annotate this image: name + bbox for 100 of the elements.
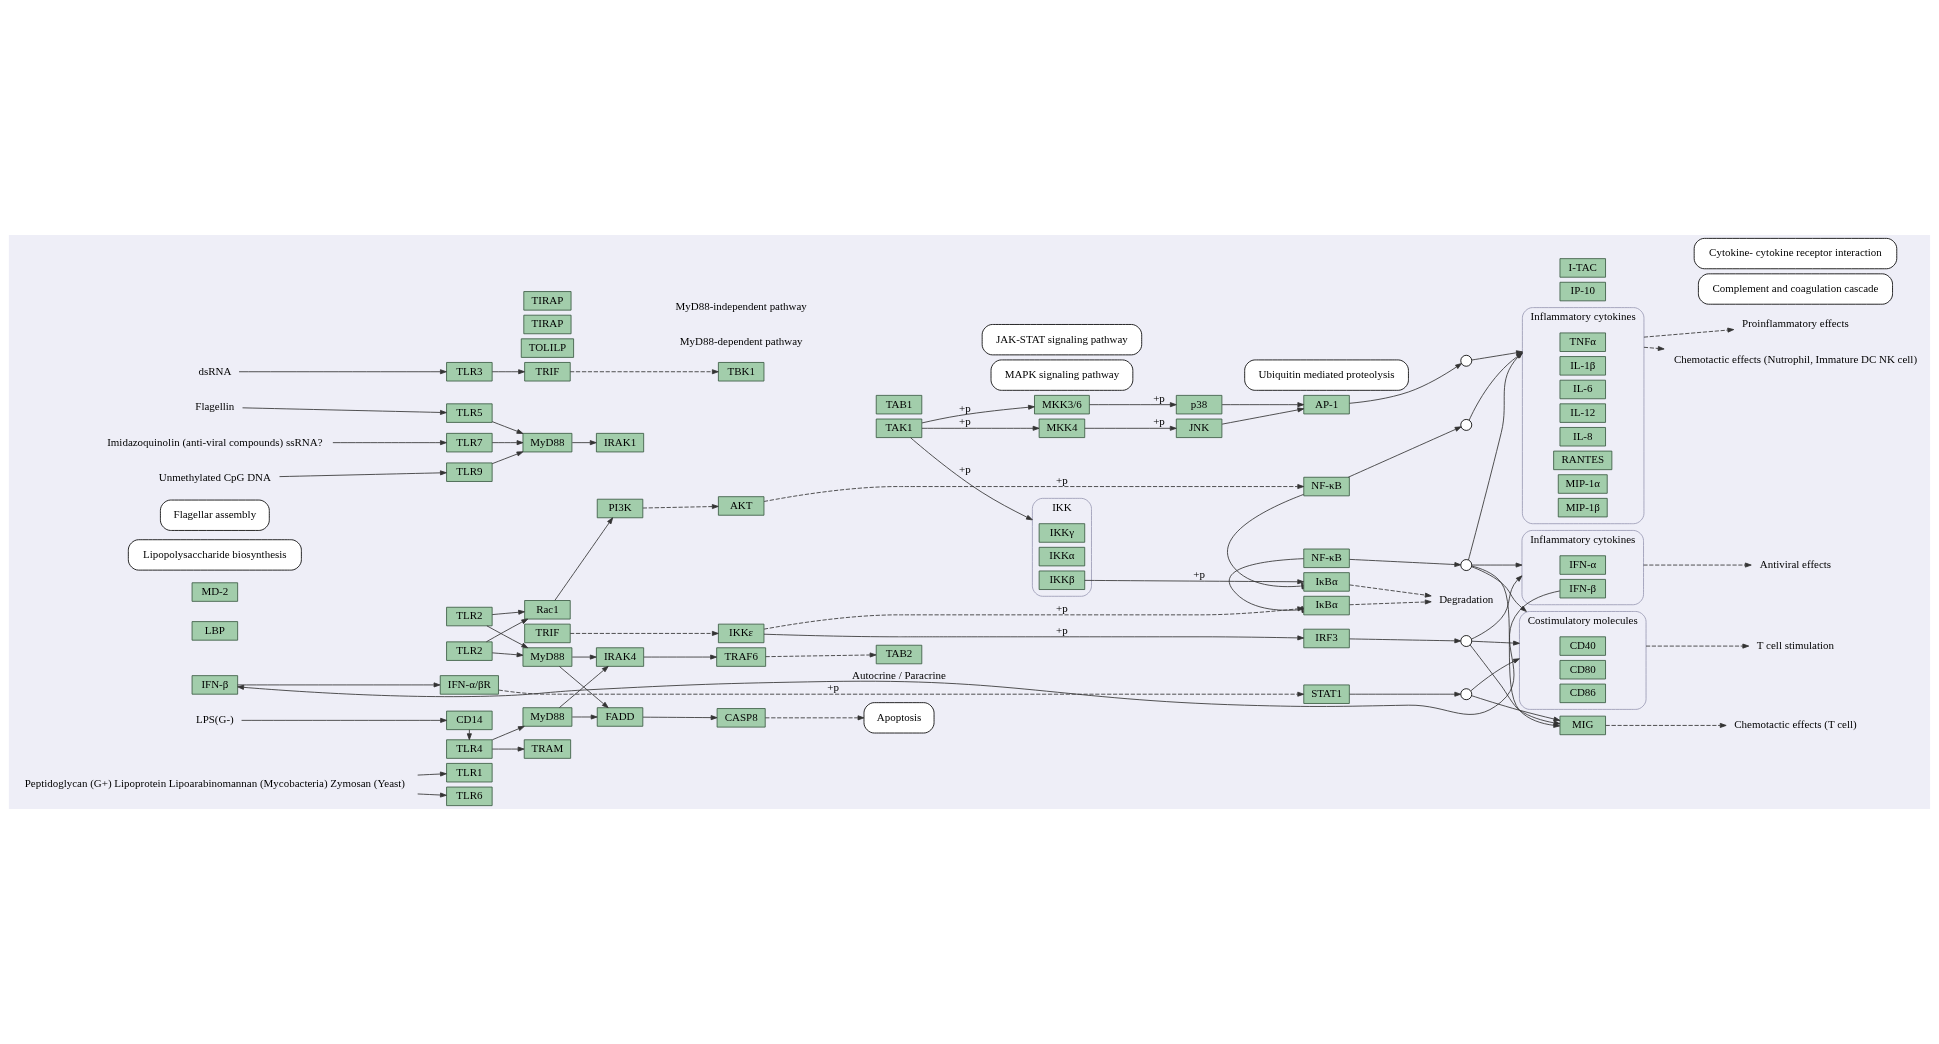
node-box: TLR9 [446, 462, 493, 482]
arrow [486, 625, 529, 649]
arrow [571, 440, 597, 446]
node-box: JAK-STAT signaling pathway [981, 324, 1143, 356]
node-text: Chemotactic effects (T cell) [1734, 718, 1857, 731]
edge-label: +p [959, 401, 971, 414]
edge-label: +p [959, 415, 971, 428]
node-box: NF-κB [1303, 548, 1350, 568]
node-circle [1460, 354, 1473, 367]
arrow [1349, 558, 1462, 567]
arrow [642, 504, 719, 510]
node-circle [1460, 635, 1473, 647]
arrow [1349, 638, 1462, 644]
node-text: Peptidoglycan (G+) Lipoprotein Lipoarabinomannan (Mycobacteria) Zymosan (Yeast) [24, 777, 406, 790]
node-box: TOLILP [520, 338, 575, 358]
arrow [241, 717, 447, 723]
arrow [1471, 695, 1561, 722]
arrow [763, 633, 1305, 641]
arrow [571, 654, 597, 660]
node-box: CD14 [446, 710, 493, 731]
node-text: Imidazoquinolin (anti-viral compounds) ssRNA? [107, 435, 323, 448]
node-box: AP-1 [1303, 394, 1350, 415]
arrow [763, 484, 1305, 502]
node-box: Rac1 [524, 600, 571, 620]
edge-label: +p [1153, 391, 1165, 404]
arrow [1349, 363, 1462, 404]
arrow [486, 618, 529, 643]
node-box: LBP [191, 621, 239, 641]
node-box: STAT1 [1303, 684, 1350, 704]
arrow [279, 470, 447, 478]
arrow [1470, 658, 1520, 692]
arrow [498, 689, 1305, 697]
node-box: IRAK4 [596, 647, 645, 667]
arrow [1471, 640, 1520, 646]
arrow [491, 440, 524, 446]
node-box: TLR5 [446, 403, 493, 423]
node-box: IFN-α/βR [439, 675, 499, 695]
node-box: IP-10 [1559, 281, 1606, 302]
arrow [1643, 346, 1665, 351]
node-box: MIP-1β [1557, 497, 1608, 518]
node-box: TNFα [1559, 332, 1606, 352]
node-box: MD-2 [191, 582, 239, 602]
node-box: MyD88 [522, 432, 573, 453]
label: MyD88-independent pathway [675, 299, 807, 312]
arrow [910, 437, 1033, 521]
arrow [921, 425, 1040, 431]
arrow [642, 715, 718, 721]
arrow [1221, 407, 1305, 425]
arrow [1084, 579, 1305, 585]
edge-label: +p [1056, 601, 1068, 614]
arrow [764, 715, 865, 721]
arrow [237, 590, 1561, 715]
node-box: IL-6 [1559, 379, 1606, 400]
node-text: Degradation [1439, 593, 1494, 606]
node-box: TBK1 [717, 362, 765, 382]
node-box: CD80 [1559, 660, 1606, 680]
node-box: Lipopolysaccharide biosynthesis [127, 539, 302, 571]
node-box: MAPK signaling pathway [990, 359, 1134, 391]
node-box: TAB2 [875, 644, 923, 665]
arrow [1347, 426, 1462, 478]
node-box: IKKβ [1038, 570, 1086, 590]
edge-label: +p [1193, 568, 1205, 581]
node-box: CASP8 [716, 708, 766, 728]
node-text: Proinflammatory effects [1742, 317, 1849, 330]
node-box: FADD [596, 707, 644, 727]
node-box: TAK1 [875, 418, 923, 438]
node-text: Unmethylated CpG DNA [158, 470, 271, 483]
node-box: IL-8 [1559, 427, 1606, 447]
node-box: TLR2 [446, 606, 493, 627]
edge-label: +p [1056, 623, 1068, 636]
arrow [491, 451, 524, 465]
arrow [491, 746, 525, 752]
arrow [1349, 584, 1432, 598]
node-text: Chemotactic effects (Nutrophil, Immature DC NK cell) [1673, 352, 1918, 365]
arrow [466, 729, 472, 741]
node-box: IRF3 [1303, 628, 1350, 649]
node-box: IKKγ [1038, 523, 1086, 543]
node-box: IRAK1 [596, 432, 645, 453]
node-box: MyD88 [522, 647, 573, 667]
arrow [332, 440, 447, 446]
arrow [237, 682, 441, 688]
arrow [1645, 643, 1750, 649]
node-text: Flagellin [195, 400, 235, 413]
node-box: MKK4 [1038, 418, 1086, 438]
node-box: TLR3 [446, 362, 493, 382]
node-box: TLR7 [446, 432, 493, 453]
arrow [569, 369, 719, 375]
node-box: TIRAP [523, 314, 572, 335]
arrow [242, 407, 447, 415]
node-box: MKK3/6 [1034, 394, 1090, 415]
node-box: TRIF [524, 362, 571, 382]
arrow [417, 771, 447, 777]
node-box: MyD88 [522, 707, 573, 727]
node-box: TAB1 [875, 394, 923, 415]
node-box: p38 [1175, 394, 1223, 415]
node-box: TRAM [523, 739, 572, 759]
label: MyD88-dependent pathway [679, 335, 803, 348]
node-box: Complement and coagulation cascade [1698, 273, 1893, 305]
node-text: LPS(G-) [195, 713, 234, 726]
arrow [1221, 402, 1305, 408]
